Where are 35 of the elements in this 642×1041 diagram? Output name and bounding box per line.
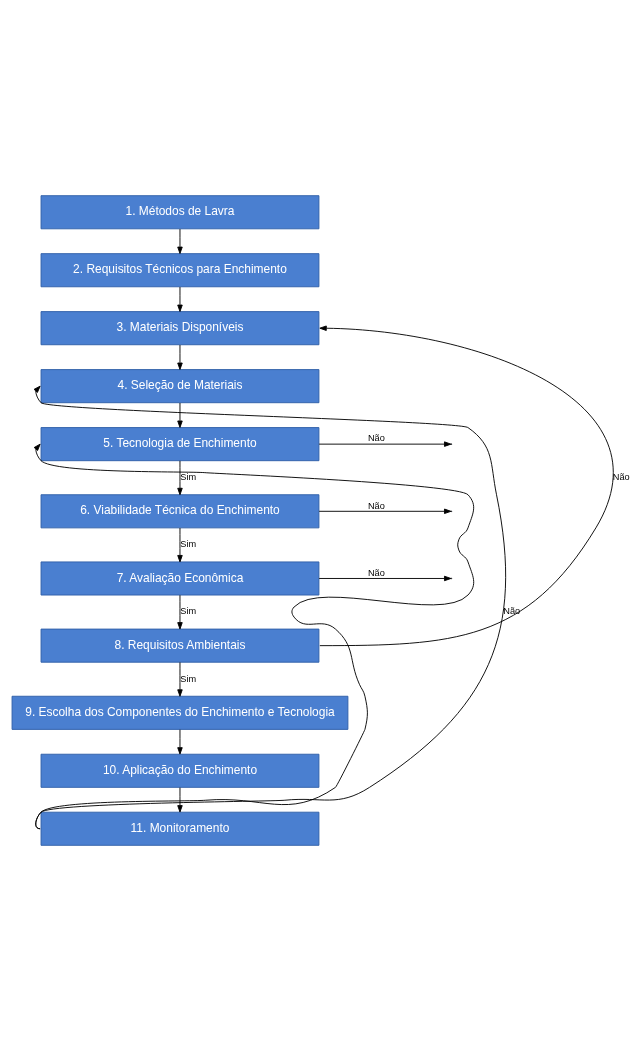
arrow (177, 460, 183, 496)
arrow (318, 441, 452, 447)
edge-label: Não (503, 606, 521, 617)
arrow (177, 661, 183, 697)
edge-label: Sim (180, 539, 197, 550)
node-box: 8. Requisitos Ambientais (40, 628, 320, 663)
edge-label: Sim (180, 472, 197, 483)
arrow (177, 286, 183, 312)
node-box: 5. Tecnologia de Enchimento (40, 427, 320, 462)
arrow (319, 325, 614, 647)
node-box: 2. Requisitos Técnicos para Enchimento (40, 253, 320, 288)
arrow (33, 385, 506, 830)
edge-label: Não (612, 472, 630, 483)
arrow (177, 787, 183, 813)
node-box: 4. Seleção de Materiais (40, 369, 320, 404)
edge-label: Não (367, 500, 385, 511)
node-box: 6. Viabilidade Técnica do Enchimento (40, 494, 320, 529)
edge-label: Sim (180, 673, 197, 684)
arrow (177, 344, 183, 370)
arrow (33, 443, 475, 830)
node-box: 7. Avaliação Econômica (40, 561, 320, 596)
arrow (177, 527, 183, 563)
arrow (177, 729, 183, 755)
edge-label: Não (367, 567, 385, 578)
edge-label: Sim (180, 606, 197, 617)
node-box: 3. Materiais Disponíveis (40, 311, 320, 346)
arrow (177, 228, 183, 254)
node-box: 9. Escolha dos Componentes do Enchimento e Tecnologia (11, 695, 349, 730)
node-box: 1. Métodos de Lavra (40, 195, 320, 230)
node-box: 10. Aplicação do Enchimento (40, 753, 320, 788)
node-box: 11. Monitoramento (40, 811, 320, 846)
arrow (177, 402, 183, 428)
edge-label: Não (367, 433, 385, 444)
arrow (318, 508, 452, 514)
arrow (177, 594, 183, 630)
